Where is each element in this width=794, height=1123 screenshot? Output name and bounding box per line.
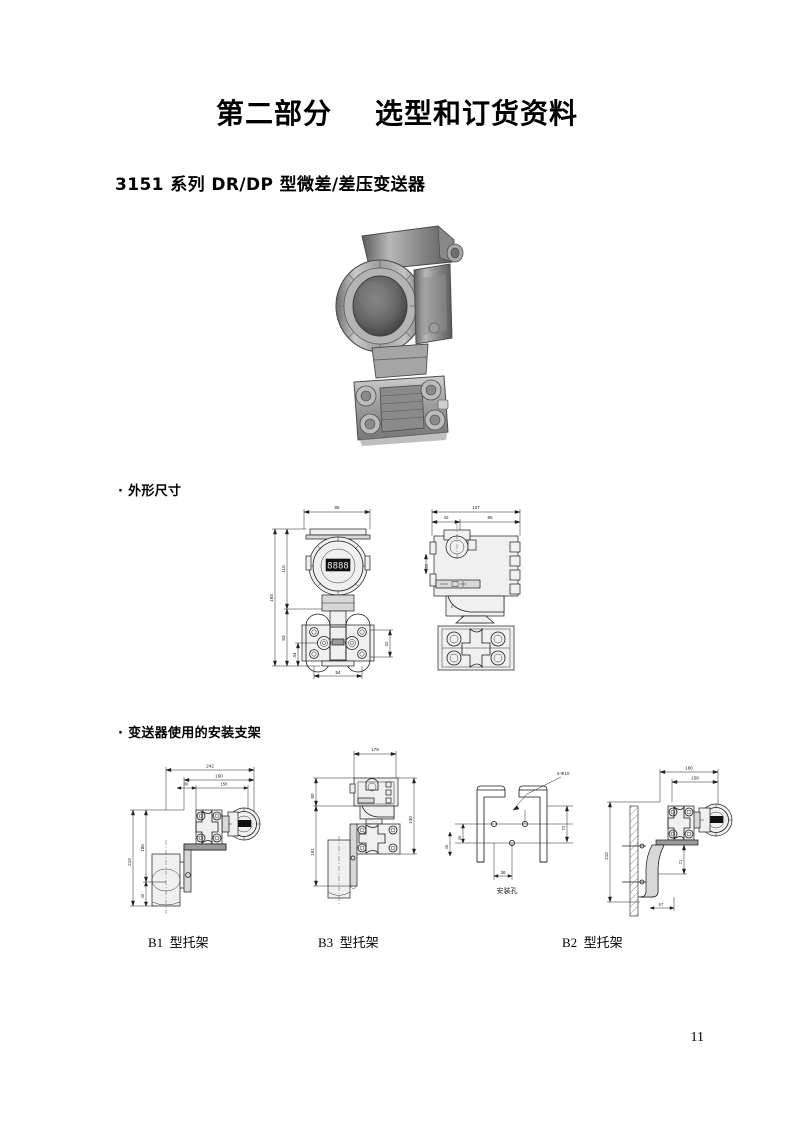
mounting-hole-label: 安装孔 xyxy=(497,886,518,895)
pressure-transmitter-photo xyxy=(318,218,486,462)
page-number: 11 xyxy=(690,1030,704,1045)
outline-front-view-drawing: 86 8888 xyxy=(262,496,412,682)
outline-side-view-drawing: 127 42 85 xyxy=(418,496,548,682)
dim-top-width: 86 xyxy=(334,505,340,510)
dim-b1-mid-height: 185 xyxy=(140,844,145,852)
lcd-display-text: 8888 xyxy=(327,562,349,572)
dim-u-hole-spacing-h: 36 xyxy=(500,870,506,875)
caption-bracket-b1: B1 型托架 xyxy=(148,935,209,950)
bracket-b3-drawing: 179 xyxy=(300,740,460,920)
dim-side-right: 85 xyxy=(487,515,493,520)
u-bracket-plate-drawing: 4-Φ10 xyxy=(455,762,600,922)
dim-b3-top-width: 179 xyxy=(371,747,379,752)
section-heading-mounting-brackets: · 变送器使用的安装支架 xyxy=(118,726,262,741)
dim-b3-right-height: 140 xyxy=(408,816,413,824)
dim-b2-inner-width: 158 xyxy=(691,776,699,781)
dim-side-left: 42 xyxy=(443,515,449,520)
dim-upper-height: 110 xyxy=(281,565,286,573)
dim-b1-inner-width: 158 xyxy=(221,782,229,787)
svg-text:E: E xyxy=(451,604,454,609)
bracket-b1-drawing: 242 190 86 158 xyxy=(124,762,284,922)
dim-side-small: 26 xyxy=(424,563,429,568)
dim-b3-left-upper: 80 xyxy=(310,793,315,799)
dim-b1-overall-width: 242 xyxy=(206,764,214,769)
hole-note-label: 4-Φ10 xyxy=(557,771,570,776)
dim-b1-mid-width: 190 xyxy=(215,774,223,779)
page-title: 第二部分 选型和订货资料 xyxy=(216,97,578,130)
model-heading: 3151 系列 DR/DP 型微差/差压变送器 xyxy=(115,175,426,195)
dim-u-left-height: 46 xyxy=(457,835,462,840)
dim-u-hole-spacing-v: 72 xyxy=(561,825,566,831)
dim-lower-height: 83 xyxy=(281,635,286,641)
dim-b2-bottom-offset: 67 xyxy=(659,902,664,907)
dim-b2-overall-height: 210 xyxy=(604,852,609,860)
dim-bottom-width: 54 xyxy=(335,670,341,675)
dim-b2-overall-width: 180 xyxy=(685,766,693,771)
dim-offset-small: 34 xyxy=(292,652,297,658)
dim-total-height: 193 xyxy=(269,594,274,602)
dim-b2-clamp-height: 21 xyxy=(678,859,683,864)
dim-b1-overall-height: 210 xyxy=(127,858,132,866)
dim-b1-left-width: 86 xyxy=(184,782,189,787)
bracket-b2-drawing: 180 158 xyxy=(598,762,753,922)
section-heading-outline-dimensions: · 外形尺寸 xyxy=(118,484,182,499)
dim-side-total-width: 127 xyxy=(472,505,480,510)
dim-flange-right: 42 xyxy=(384,641,389,647)
dim-b3-left-total: 191 xyxy=(310,848,315,856)
caption-bracket-b3: B3 型托架 xyxy=(318,935,379,950)
caption-bracket-b2: B2 型托架 xyxy=(562,935,623,950)
dim-b3-far-right: 46 xyxy=(444,844,449,849)
dim-b1-small-height: 40 xyxy=(140,893,145,898)
